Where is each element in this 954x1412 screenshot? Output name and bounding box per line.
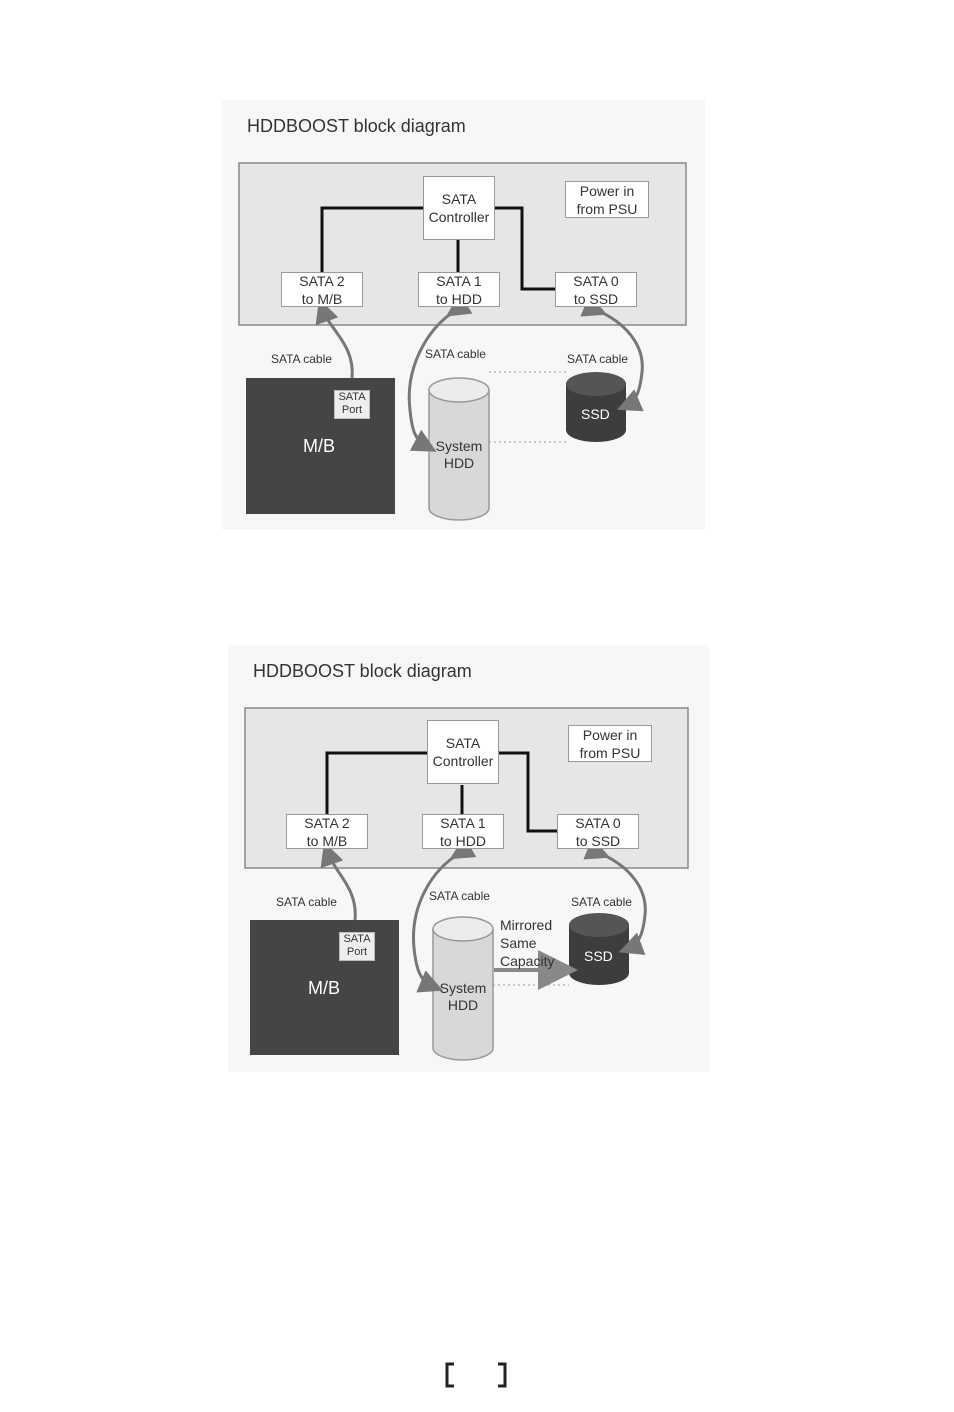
power-in-box: Power in from PSU	[565, 181, 649, 218]
cable-mb-label: SATA cable	[276, 895, 337, 909]
sata2-port-box: SATA 2 to M/B	[286, 814, 368, 849]
cable-mb-label: SATA cable	[271, 352, 332, 366]
sata0-port-box: SATA 0 to SSD	[555, 272, 637, 307]
sata-controller-box: SATA Controller	[427, 720, 499, 784]
ssd-label: SSD	[584, 948, 613, 964]
mb-label: M/B	[308, 978, 341, 998]
sata1-port-box: SATA 1 to HDD	[422, 814, 504, 849]
power-in-box: Power in from PSU	[568, 725, 652, 762]
cable-ssd	[580, 294, 644, 412]
mb-label: M/B	[303, 436, 336, 456]
wire-sata0	[498, 751, 557, 833]
mirror-label: Mirrored Same Capacity	[500, 917, 555, 969]
wire-sata2	[325, 751, 428, 815]
page-bracket-mark	[445, 1362, 507, 1388]
wire-sata2	[320, 206, 424, 272]
cable-ssd-label: SATA cable	[567, 352, 628, 366]
diagram-title: HDDBOOST block diagram	[253, 661, 472, 681]
cable-ssd	[583, 837, 647, 956]
mb-sata-port-label: SATA Port	[334, 390, 370, 419]
cable-ssd-label: SATA cable	[571, 895, 632, 909]
hdd-top	[428, 377, 490, 403]
cable-hdd	[407, 293, 473, 452]
sata0-port-box: SATA 0 to SSD	[557, 814, 639, 849]
motherboard	[246, 378, 395, 514]
sata2-port-box: SATA 2 to M/B	[281, 272, 363, 307]
cable-hdd	[411, 836, 477, 993]
cable-hdd-label: SATA cable	[429, 889, 490, 903]
diagram-2: HDDBOOST block diagram SATA Controller P…	[0, 543, 954, 1103]
mb-sata-port-label: SATA Port	[339, 932, 375, 961]
sata-controller-box: SATA Controller	[423, 176, 495, 240]
hdd-label: System HDD	[439, 980, 487, 1013]
cable-mb	[315, 298, 354, 379]
diagram-title: HDDBOOST block diagram	[247, 116, 466, 136]
hdd-top	[432, 916, 494, 942]
cable-hdd-label: SATA cable	[425, 347, 486, 361]
hdd-label: System HDD	[435, 438, 483, 471]
sata1-port-box: SATA 1 to HDD	[418, 272, 500, 307]
wire-sata0	[494, 206, 555, 291]
diagram-1: HDDBOOST block diagram SATA Controller P…	[0, 0, 954, 560]
ssd-top	[569, 913, 629, 937]
ssd-top	[566, 372, 626, 396]
cable-mb	[320, 841, 357, 921]
ssd-label: SSD	[581, 406, 610, 422]
